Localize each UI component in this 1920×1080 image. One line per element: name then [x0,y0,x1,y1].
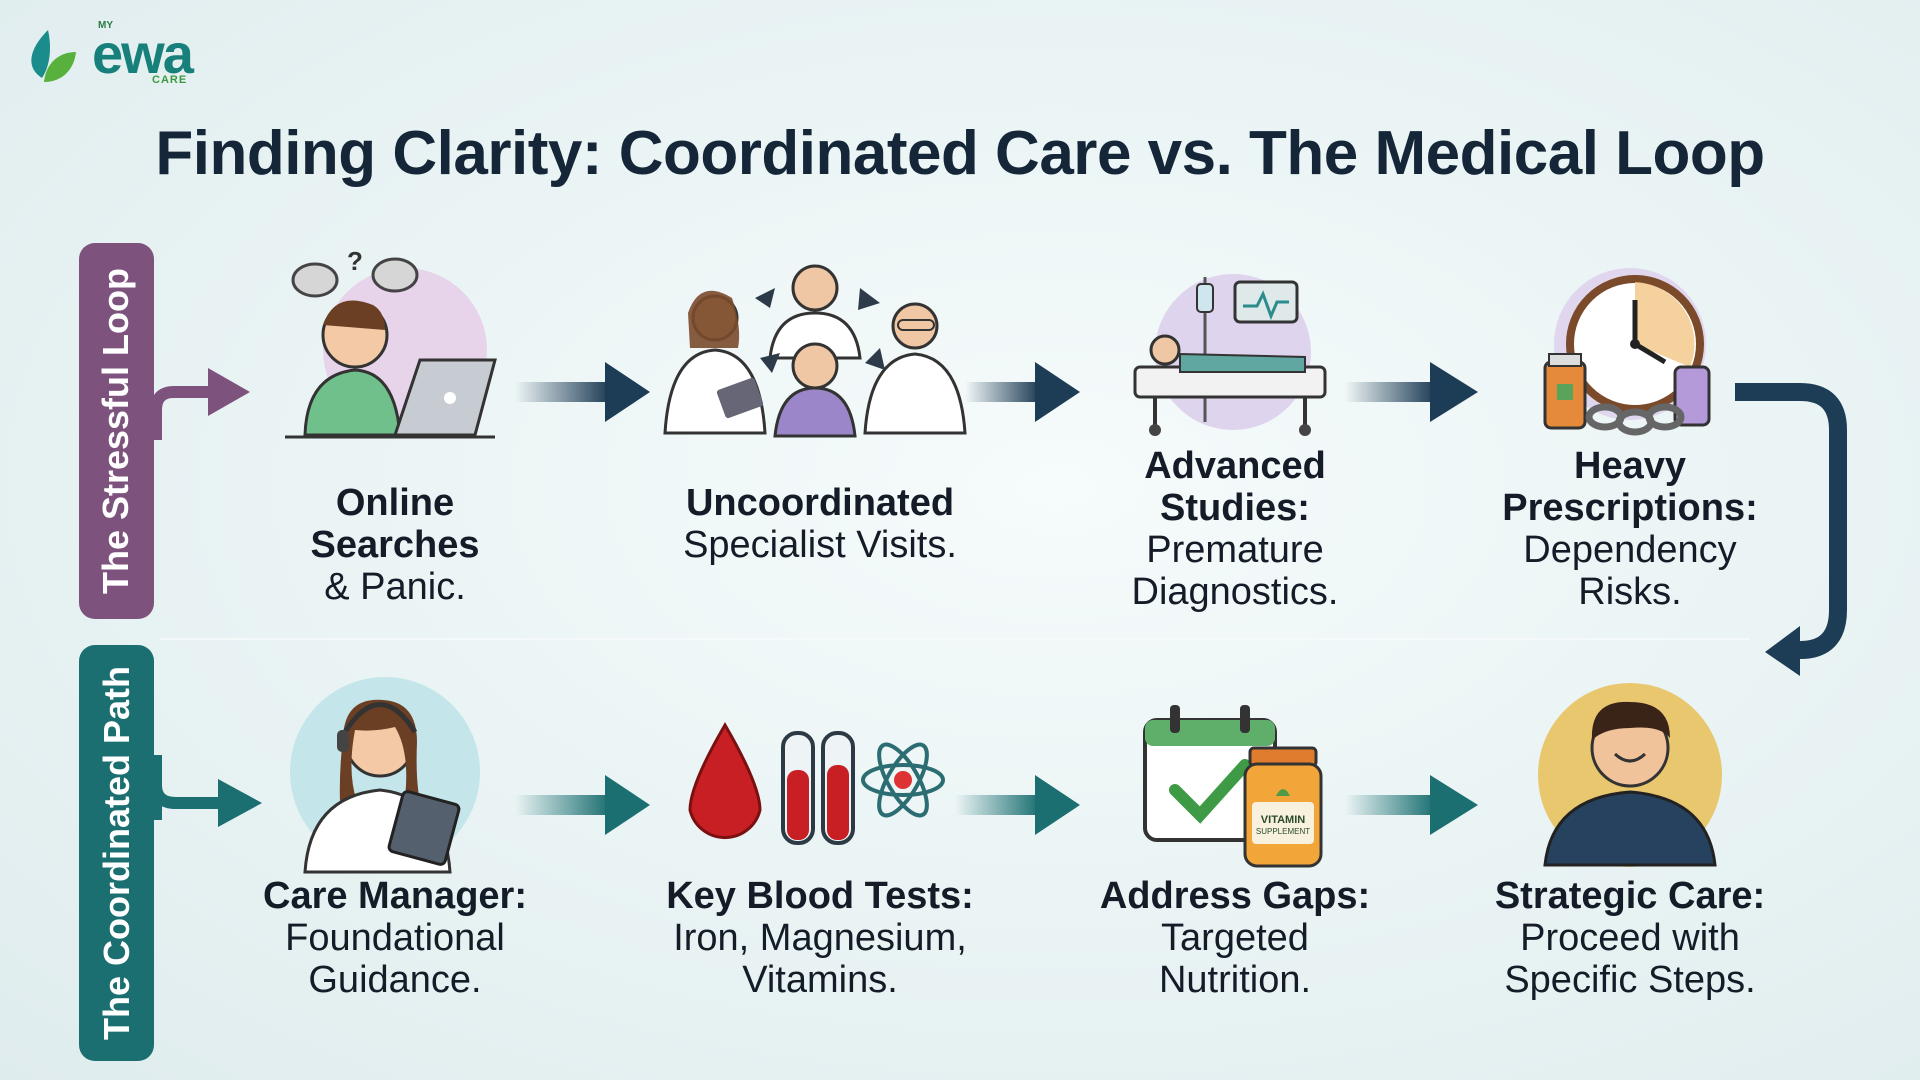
ewa-logo: MY ewa CARE [20,18,200,90]
strategic-care-person-icon [1538,683,1722,867]
step-desc: Dependency Risks. [1523,529,1737,613]
step-desc: Foundational Guidance. [285,917,505,1001]
step-title: Online Searches [310,482,480,566]
loop-arrow-3 [1345,362,1478,422]
step-specialist-visits: Uncoordinated Specialist Visits. [655,482,985,566]
path-arrow-1 [515,775,650,835]
step-desc: Proceed with Specific Steps. [1504,917,1756,1001]
path-arrow-2 [955,775,1080,835]
step-title: Advanced Studies: [1144,445,1326,529]
logo-care: CARE [152,74,188,86]
loop-entry-arrow [150,368,250,440]
panic-search-icon: ? [285,246,497,439]
step-heavy-prescriptions: Heavy Prescriptions: Dependency Risks. [1490,445,1770,613]
row-divider [160,638,1750,640]
loop-arrow-2 [965,362,1080,422]
bottle-label-line1: VITAMIN [1260,814,1306,826]
hospital-bed-icon [1133,274,1327,436]
coordinated-path-tab: The Coordinated Path [79,645,154,1061]
step-blood-tests: Key Blood Tests: Iron, Magnesium, Vitami… [650,875,990,1001]
step-desc: Specialist Visits. [683,524,957,566]
step-advanced-studies: Advanced Studies: Premature Diagnostics. [1105,445,1365,613]
step-desc: & Panic. [324,566,466,608]
step-title: Care Manager: [263,875,527,917]
stressful-loop-tab: The Stressful Loop [79,243,154,619]
step-title: Uncoordinated [685,482,955,524]
specialists-icon [663,264,967,438]
step-strategic-care: Strategic Care: Proceed with Specific St… [1475,875,1785,1001]
step-desc: Iron, Magnesium, Vitamins. [673,917,967,1001]
blood-tests-icon [688,722,945,845]
loop-return-arrow [1735,383,1847,676]
path-entry-arrow [150,755,262,827]
nutrition-gaps-icon [1143,705,1323,868]
bottle-label-line2: SUPPLEMENT [1255,827,1311,836]
prescription-clock-icon [1543,268,1711,436]
step-title: Strategic Care: [1494,875,1766,917]
step-online-searches: Online Searches & Panic. [280,482,510,608]
step-title: Heavy Prescriptions: [1502,445,1758,529]
logo-my: MY [98,20,113,31]
step-title: Address Gaps: [1099,875,1371,917]
logo-name: ewa [92,22,194,85]
leaf-icon [31,30,76,82]
step-desc: Premature Diagnostics. [1131,529,1339,613]
path-arrow-3 [1345,775,1478,835]
care-manager-icon [290,677,480,874]
loop-arrow-1 [515,362,650,422]
step-desc: Targeted Nutrition. [1158,917,1312,1001]
page-title: Finding Clarity: Coordinated Care vs. Th… [155,119,1765,188]
vitamin-bottle-label: VITAMIN SUPPLEMENT [1252,814,1314,838]
step-care-manager: Care Manager: Foundational Guidance. [250,875,540,1001]
step-address-gaps: Address Gaps: Targeted Nutrition. [1090,875,1380,1001]
step-title: Key Blood Tests: [666,875,974,917]
svg-text:?: ? [347,246,363,276]
